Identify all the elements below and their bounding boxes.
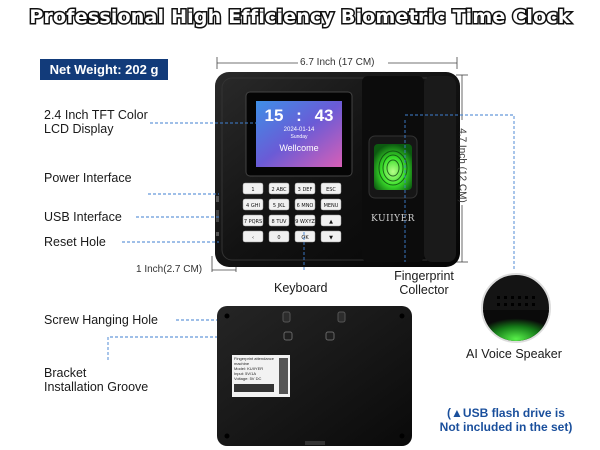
keypad-key-label: 6 MNO — [297, 203, 314, 209]
keypad-key-cap[interactable] — [294, 230, 316, 243]
keypad-key[interactable]: ▼ — [320, 230, 342, 243]
keypad-key-cap[interactable] — [320, 198, 342, 211]
width-dimension-line — [216, 57, 458, 69]
screen-minute: 43 — [314, 106, 334, 125]
back-product-label: Fingerprint attendance machine Model: KU… — [234, 356, 275, 381]
keypad-key[interactable]: 4 GHI — [242, 198, 264, 211]
keypad-key-cap[interactable] — [268, 182, 290, 195]
brand-logo: KUIIYER — [371, 214, 415, 224]
keypad: 1 2 ABC 3 DEF ESC 4 GHI 5 JKL 6 MNO MENU 7 PQRS… — [242, 182, 342, 243]
keypad-key-label: 0 — [277, 235, 280, 241]
keypad-key[interactable]: 5 JKL — [268, 198, 290, 211]
keypad-key-cap[interactable] — [320, 230, 342, 243]
height-dimension-label: 4.7 Inch (12 CM) — [456, 128, 468, 203]
device-screen-weekday: Sunday — [290, 134, 308, 140]
keypad-key[interactable]: 1 — [242, 182, 264, 195]
usb-interface-label: USB Interface — [44, 210, 122, 224]
keypad-key-cap[interactable] — [242, 214, 264, 227]
keypad-key[interactable]: ▲ — [320, 214, 342, 227]
keypad-key[interactable]: 9 WXYZ — [294, 214, 316, 227]
keypad-key-label: 2 ABC — [271, 187, 287, 193]
keypad-key-cap[interactable] — [268, 198, 290, 211]
keypad-key-cap[interactable] — [294, 214, 316, 227]
screw-hanging-hole-label: Screw Hanging Hole — [44, 313, 158, 327]
weight-badge: Net Weight: 202 g — [40, 59, 168, 80]
keypad-key-label: 9 WXYZ — [295, 219, 315, 225]
height-dimension-line — [456, 74, 468, 263]
speaker-detail-circle — [481, 273, 551, 343]
bracket-groove-label: Bracket Installation Groove — [44, 366, 149, 394]
keypad-key-cap[interactable] — [320, 214, 342, 227]
keypad-key-label: ▲ — [329, 219, 333, 225]
keypad-key-cap[interactable] — [268, 214, 290, 227]
keypad-key-cap[interactable] — [294, 198, 316, 211]
keypad-key[interactable]: 0 — [268, 230, 290, 243]
device-back-panel — [217, 306, 412, 446]
keypad-key[interactable]: OK — [294, 230, 316, 243]
keypad-key-label: 4 GHI — [246, 203, 260, 209]
device-screen-welcome: Wellcome — [279, 143, 319, 153]
keypad-key[interactable]: MENU — [320, 198, 342, 211]
device-screen-time: 15 : 43 — [264, 106, 334, 125]
keypad-key[interactable]: 7 PQRS — [242, 214, 264, 227]
device-screen-date: 2024-01-14 — [283, 127, 315, 133]
page-title: Professional High Efficiency Biometric T… — [28, 5, 572, 30]
keypad-key-label: ESC — [326, 187, 336, 193]
keypad-key-cap[interactable] — [242, 198, 264, 211]
keypad-key[interactable]: 6 MNO — [294, 198, 316, 211]
keypad-key-label: 3 DEF — [298, 187, 313, 193]
lcd-display-label: 2.4 Inch TFT Color LCD Display — [44, 108, 148, 136]
depth-dimension-label: 1 Inch(2.7 CM) — [136, 264, 203, 275]
keypad-key-cap[interactable] — [242, 230, 264, 243]
keypad-key[interactable]: ESC — [320, 182, 342, 195]
keypad-key-cap[interactable] — [242, 182, 264, 195]
keypad-key-label: 7 PQRS — [244, 219, 262, 225]
ai-voice-speaker-label: AI Voice Speaker — [466, 347, 562, 361]
keypad-key[interactable]: 3 DEF — [294, 182, 316, 195]
keypad-key-label: OK — [301, 235, 309, 241]
keypad-key[interactable]: ‹ — [242, 230, 264, 243]
keypad-key-label: ▼ — [329, 235, 333, 241]
keypad-key-cap[interactable] — [294, 182, 316, 195]
keypad-key-label: 1 — [251, 187, 254, 193]
screen-hour: 15 — [264, 106, 284, 125]
fingerprint-collector-label: Fingerprint Collector — [394, 269, 454, 297]
width-dimension-label: 6.7 Inch (17 CM) — [300, 57, 375, 68]
keypad-key-cap[interactable] — [320, 182, 342, 195]
keypad-key-cap[interactable] — [268, 230, 290, 243]
keypad-key-label: ‹ — [252, 235, 254, 241]
keypad-key[interactable]: 8 TUV — [268, 214, 290, 227]
power-interface-label: Power Interface — [44, 171, 132, 185]
keypad-key[interactable]: 2 ABC — [268, 182, 290, 195]
keypad-key-label: MENU — [324, 203, 339, 209]
keypad-key-label: 8 TUV — [272, 219, 287, 225]
keypad-key-label: 5 JKL — [273, 203, 286, 209]
keyboard-label: Keyboard — [274, 281, 328, 295]
usb-drive-note: (▲USB flash drive is Not included in the… — [439, 406, 573, 434]
reset-hole-label: Reset Hole — [44, 235, 106, 249]
